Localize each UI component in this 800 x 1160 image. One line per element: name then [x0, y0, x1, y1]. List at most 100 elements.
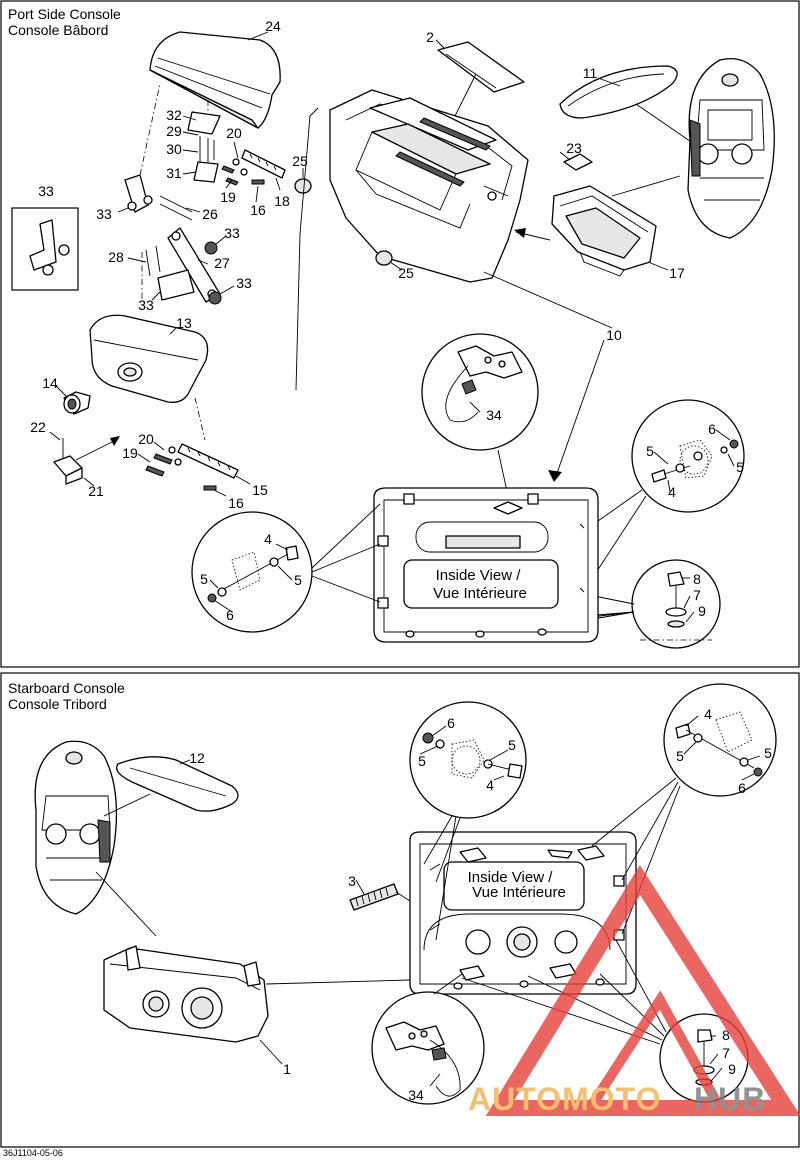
callout-6-sb-a: 6: [447, 715, 455, 731]
part-24-lid-cushion: [149, 31, 281, 129]
callout-33-box: 33: [38, 183, 54, 199]
callout-8-port: 8: [693, 571, 701, 587]
detail-box-33: [11, 207, 79, 291]
starboard-title-en: Starboard Console: [8, 680, 125, 696]
port-title-en: Port Side Console: [8, 6, 121, 22]
part-26-bracket: [124, 83, 209, 221]
detail-circle-sb-fastener-b: [591, 683, 777, 935]
port-inside-view-panel: Inside View / Vue Intérieure: [373, 487, 599, 643]
detail-circle-fastener-right: [585, 399, 745, 589]
starboard-panel-frame: [0, 672, 800, 1148]
callout-9-port: 9: [698, 603, 706, 619]
callout-18: 18: [274, 193, 290, 209]
callout-19-upper: 19: [220, 189, 236, 205]
detail-33-bracket: [29, 219, 70, 276]
callout-4-sb-b: 4: [704, 706, 712, 722]
starboard-panel: Starboard Console Console Tribord: [0, 672, 800, 1148]
detail-circle-sb-34: [371, 973, 485, 1105]
part-12-mat: [115, 756, 239, 812]
callout-14: 14: [42, 375, 58, 391]
callout-16-upper: 16: [250, 202, 266, 218]
callout-10: 10: [606, 327, 622, 343]
arrow-head-1: [110, 436, 120, 446]
starboard-inside-view-line2: Vue Intérieure: [472, 884, 566, 901]
callout-11: 11: [583, 65, 598, 81]
callout-13: 13: [176, 315, 192, 331]
part-10-port-console: [329, 89, 529, 283]
port-title-fr: Console Bâbord: [8, 22, 108, 38]
callout-16-lower: 16: [228, 495, 244, 511]
callout-5-right-a: 5: [646, 443, 654, 459]
detail-circle-fastener-left: [191, 503, 381, 633]
callout-34-sb: 34: [408, 1087, 424, 1103]
callout-32: 32: [166, 107, 182, 123]
callout-7-sb: 7: [722, 1045, 730, 1061]
callout-17: 17: [669, 265, 685, 281]
callout-5-left-b: 5: [294, 572, 302, 588]
part-25-plug-upper: [294, 178, 312, 194]
callout-4-sb-a: 4: [486, 777, 494, 793]
watermark-text-main: AUTOMOTO: [468, 1081, 661, 1117]
callout-6-sb-b: 6: [738, 780, 746, 796]
part-25-plug-lower: [375, 250, 393, 266]
callout-7-port: 7: [693, 587, 701, 603]
callout-28: 28: [108, 249, 124, 265]
callout-21: 21: [88, 483, 104, 499]
part-23-pad: [563, 153, 593, 171]
craft-top-view-starboard: [34, 740, 118, 915]
callout-26: 26: [202, 206, 218, 222]
callout-6-left: 6: [226, 607, 234, 623]
callout-5-sb-a2: 5: [418, 753, 426, 769]
part-18-hinge: [221, 149, 286, 186]
callout-5-right-b: 5: [736, 459, 744, 475]
watermark-text-accent: HUB: [694, 1081, 766, 1117]
callout-8-sb: 8: [722, 1027, 730, 1043]
port-inside-view-line1: Inside View /: [436, 567, 522, 584]
callout-5-sb-a1: 5: [508, 737, 516, 753]
callout-5-sb-b2: 5: [764, 745, 772, 761]
callout-30: 30: [166, 141, 182, 157]
callout-20-upper: 20: [226, 125, 242, 141]
callout-31: 31: [166, 165, 182, 181]
callout-33-right: 33: [236, 275, 252, 291]
callout-23: 23: [566, 140, 582, 156]
callout-12: 12: [189, 750, 205, 766]
part-21-latch-bracket: [53, 438, 83, 485]
callout-34-port: 34: [486, 407, 502, 423]
callout-19-lower: 19: [122, 445, 138, 461]
watermark-triangle-inner: [585, 990, 725, 1111]
callout-15: 15: [252, 482, 268, 498]
callout-24: 24: [265, 18, 281, 34]
callout-3: 3: [348, 873, 356, 889]
watermark-triangle-outer: [485, 864, 800, 1116]
starboard-title-fr: Console Tribord: [8, 696, 107, 712]
part-27-support-arm: [141, 227, 222, 305]
callout-33-left: 33: [96, 206, 112, 222]
part-2-cover: [437, 41, 525, 93]
callout-2: 2: [426, 29, 434, 45]
part-17-storage-bin: [551, 185, 657, 277]
part-14-latch: [63, 391, 91, 415]
callout-25-lower: 25: [398, 265, 414, 281]
part-1-starboard-console: [103, 945, 269, 1043]
callout-9-sb: 9: [728, 1061, 736, 1077]
watermark: AUTOMOTO HUB: [468, 864, 800, 1117]
callout-4-right: 4: [668, 484, 676, 500]
reference-code: 36J1104-05-06: [3, 1148, 63, 1158]
port-inside-view-line2: Vue Intérieure: [433, 585, 527, 602]
hinge-plate-assembly: [187, 111, 221, 183]
callout-25-upper: 25: [292, 153, 308, 169]
callout-4-left: 4: [264, 531, 272, 547]
detail-circle-34: [421, 333, 539, 497]
callout-5-left-a: 5: [200, 571, 208, 587]
part-3-foam-strip: [349, 883, 399, 911]
callout-22: 22: [30, 419, 46, 435]
craft-top-view-port: [687, 57, 775, 239]
port-side-panel: Port Side Console Console Bâbord: [0, 0, 800, 668]
callout-33-bottom: 33: [138, 297, 154, 313]
callout-29: 29: [166, 123, 182, 139]
port-panel-frame: [0, 0, 800, 668]
starboard-inside-view-line1: Inside View /: [468, 869, 554, 886]
callout-6-right: 6: [708, 421, 716, 437]
